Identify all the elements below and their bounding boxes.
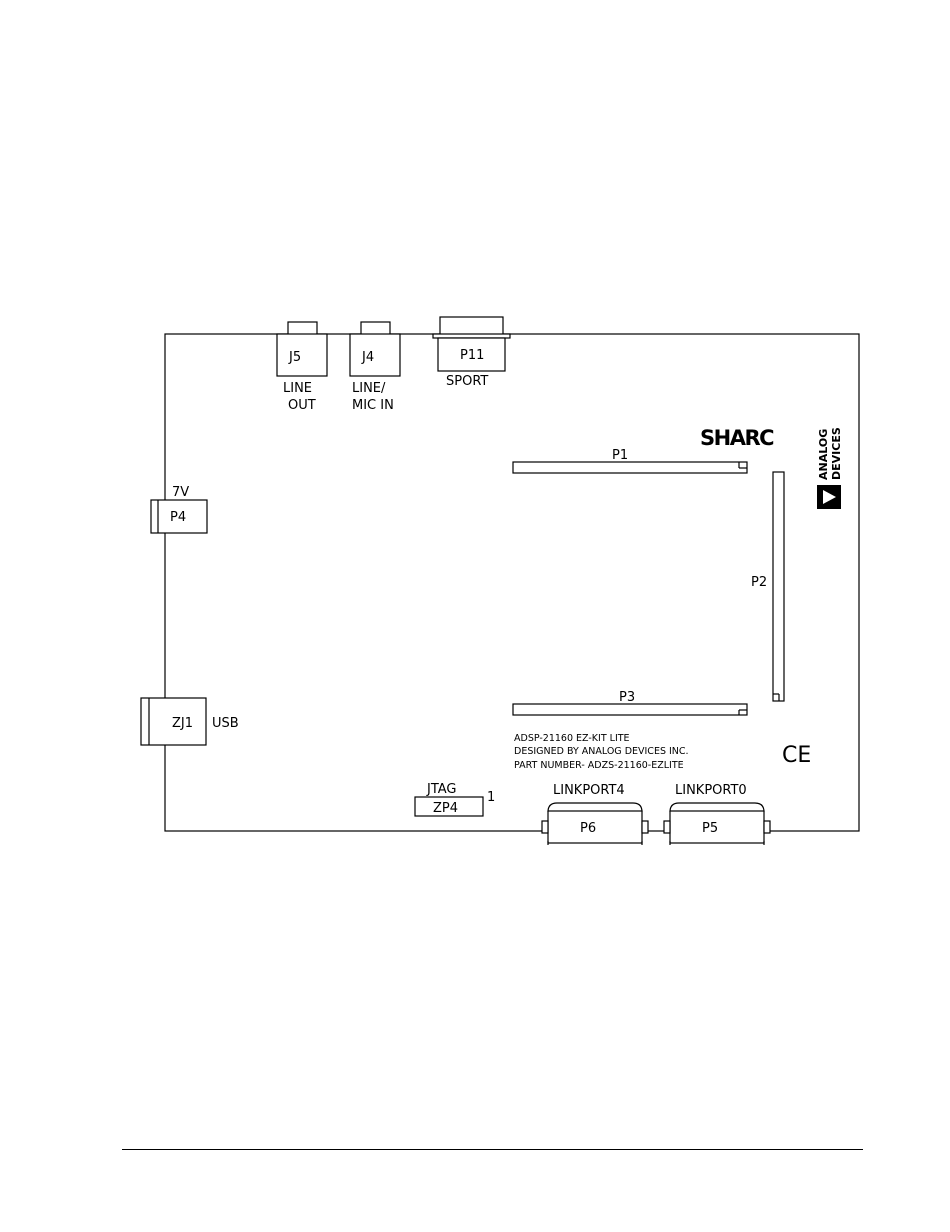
connector-zj1-usb: ZJ1 USB xyxy=(141,698,239,745)
connector-p5-caption: LINKPORT0 xyxy=(675,783,747,798)
connector-zp4-jtag: JTAG ZP4 1 xyxy=(415,782,495,816)
connector-j4: J4 LINE/ MIC IN xyxy=(350,322,400,413)
connector-p4-power: 7V P4 xyxy=(151,485,207,533)
connector-j5-caption-1: LINE xyxy=(283,381,312,396)
connector-j4-caption-1: LINE/ xyxy=(352,381,386,396)
analog-devices-logo: ANALOG DEVICES xyxy=(817,427,843,509)
board-info-line-1: ADSP-21160 EZ-KIT LITE xyxy=(514,733,630,744)
connector-p3: P3 xyxy=(513,690,747,715)
connector-zp4-pin: 1 xyxy=(487,790,495,805)
connector-p11-caption: SPORT xyxy=(446,374,488,389)
connector-zp4-label: ZP4 xyxy=(433,801,458,816)
connector-p11: P11 SPORT xyxy=(433,317,510,389)
connector-j4-caption-2: MIC IN xyxy=(352,398,394,413)
connector-p6-label: P6 xyxy=(580,821,596,836)
connector-zp4-caption: JTAG xyxy=(426,782,457,797)
sharc-logo: SHARC xyxy=(700,426,774,450)
board-info-line-3: PART NUMBER- ADZS-21160-EZLITE xyxy=(514,760,684,771)
analog-devices-text-1: ANALOG xyxy=(817,429,830,480)
board-info-line-2: DESIGNED BY ANALOG DEVICES INC. xyxy=(514,746,689,757)
connector-p2-label: P2 xyxy=(751,575,767,590)
connector-p4-caption: 7V xyxy=(172,485,189,500)
connector-j5-caption-2: OUT xyxy=(288,398,316,413)
connector-p1: P1 xyxy=(513,448,747,473)
connector-zj1-caption: USB xyxy=(212,716,239,731)
connector-p3-label: P3 xyxy=(619,690,635,705)
connector-p4-label: P4 xyxy=(170,510,186,525)
connector-j5-label: J5 xyxy=(288,350,301,365)
connector-j5: J5 LINE OUT xyxy=(277,322,327,413)
connector-p6-linkport4: LINKPORT4 P6 xyxy=(542,783,648,845)
connector-p1-label: P1 xyxy=(612,448,628,463)
analog-devices-text-2: DEVICES xyxy=(830,427,843,480)
connector-p6-caption: LINKPORT4 xyxy=(553,783,625,798)
connector-p11-label: P11 xyxy=(460,348,484,363)
connector-zj1-label: ZJ1 xyxy=(172,716,193,731)
connector-p2: P2 xyxy=(751,472,784,701)
connector-p5-label: P5 xyxy=(702,821,718,836)
connector-p5-linkport0: LINKPORT0 P5 xyxy=(664,783,770,845)
sharc-logo-text: SHARC xyxy=(700,426,774,450)
connector-j4-label: J4 xyxy=(361,350,374,365)
footer-rule xyxy=(122,1149,863,1150)
ce-mark: CE xyxy=(782,743,811,768)
